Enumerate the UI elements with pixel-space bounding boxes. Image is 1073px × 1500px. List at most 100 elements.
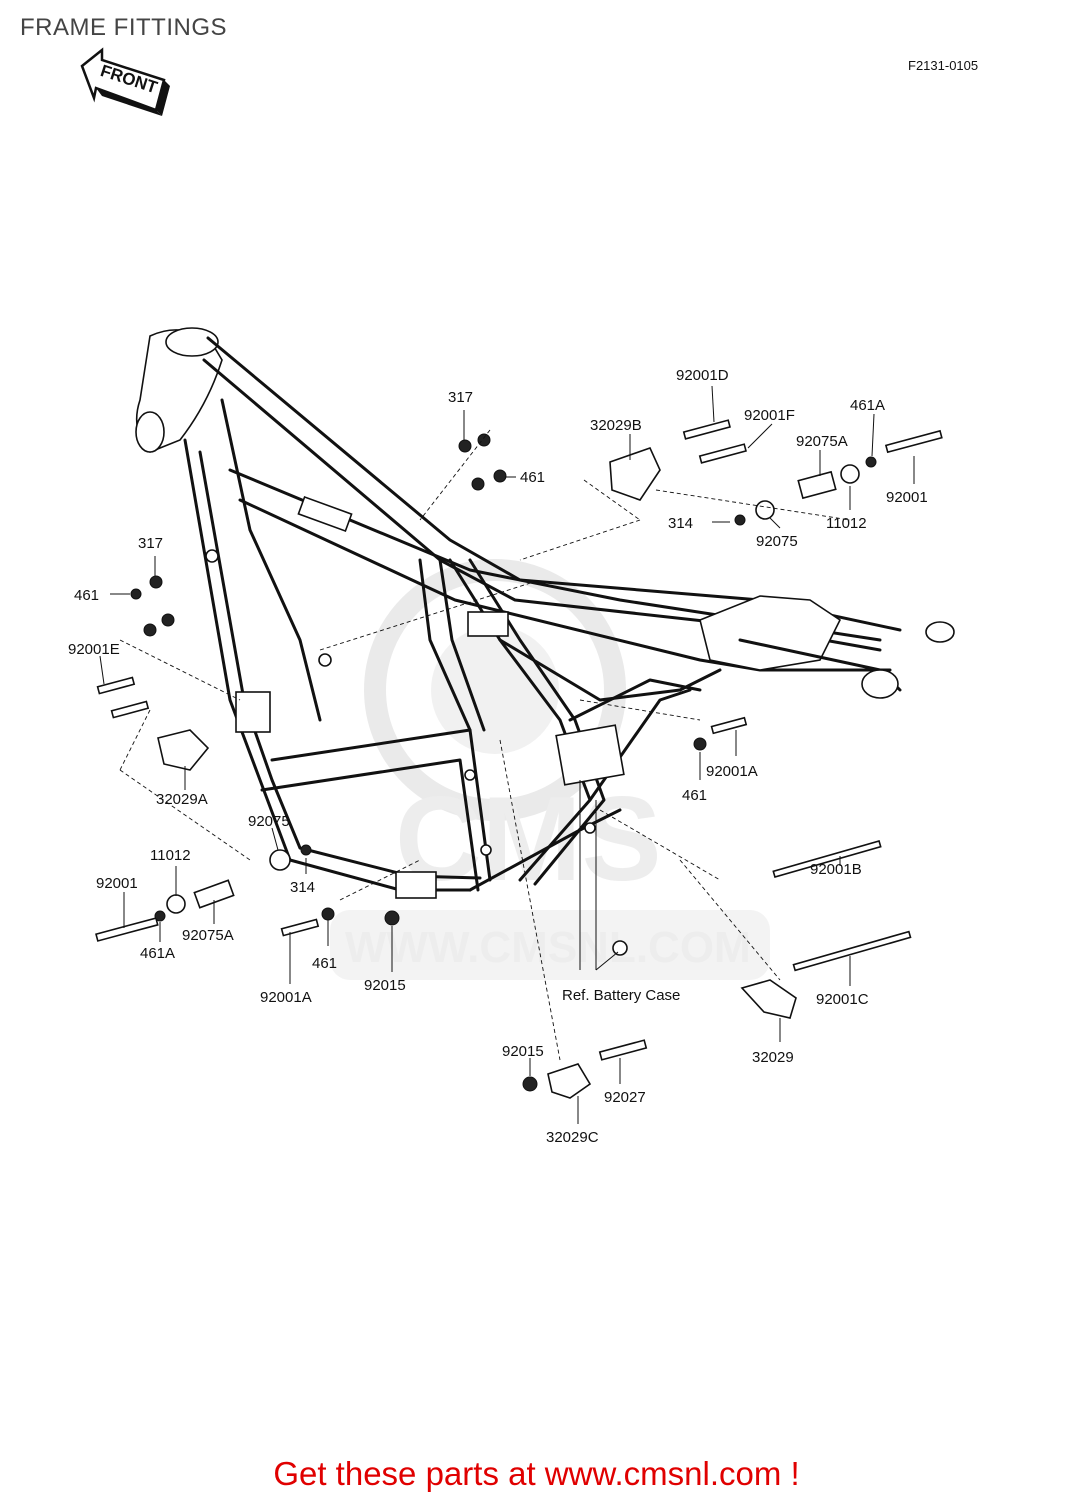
watermark-logo-ring bbox=[364, 559, 626, 821]
nut-92015-bottom[interactable] bbox=[522, 1076, 538, 1092]
mount-hole-3 bbox=[464, 769, 476, 781]
label-461-left: 461 bbox=[74, 587, 99, 604]
label-92001A-lower: 92001A bbox=[260, 989, 312, 1006]
label-92075-left: 92075 bbox=[248, 813, 290, 830]
page-title: FRAME FITTINGS bbox=[20, 14, 227, 41]
bolt-92001A-lower[interactable] bbox=[280, 918, 320, 937]
label-92001-left: 92001 bbox=[96, 875, 138, 892]
diagram-code: F2131-0105 bbox=[908, 58, 979, 73]
mount-32029B[interactable] bbox=[609, 447, 661, 501]
bolt-92001D[interactable] bbox=[682, 419, 731, 440]
washer-461-right[interactable] bbox=[693, 737, 707, 751]
bolt-92001E-b[interactable] bbox=[110, 700, 150, 719]
label-ref-battery-case: Ref. Battery Case bbox=[562, 987, 680, 1004]
washer-461-left[interactable] bbox=[130, 588, 142, 600]
bolt-92027[interactable] bbox=[598, 1039, 648, 1061]
label-92015-bottom: 92015 bbox=[502, 1043, 544, 1060]
damper-11012-top[interactable] bbox=[840, 464, 860, 484]
motorcycle-frame bbox=[135, 327, 955, 899]
engine-mount-plate-right bbox=[555, 724, 625, 786]
battery-case-ref bbox=[612, 940, 628, 956]
nut-left-b[interactable] bbox=[161, 613, 175, 627]
rear-crossmember bbox=[699, 595, 842, 671]
bolt-92001A-right[interactable] bbox=[710, 716, 748, 735]
watermark: CMS WWW.CMSNL.COM bbox=[330, 559, 770, 980]
label-32029: 32029 bbox=[752, 1049, 794, 1066]
label-32029B: 32029B bbox=[590, 417, 642, 434]
bracket-1 bbox=[297, 495, 353, 533]
nut-left-a[interactable] bbox=[143, 623, 157, 637]
label-461-lower: 461 bbox=[312, 955, 337, 972]
parts bbox=[95, 419, 943, 1099]
label-314-top: 314 bbox=[668, 515, 693, 532]
bolt-92001B[interactable] bbox=[772, 839, 882, 879]
label-92001C: 92001C bbox=[816, 991, 869, 1008]
mount-hole-5 bbox=[584, 822, 596, 834]
leader-lines bbox=[99, 385, 915, 1124]
mount-hole-1 bbox=[205, 549, 219, 563]
label-461-top: 461 bbox=[520, 469, 545, 486]
label-92001D: 92001D bbox=[676, 367, 729, 384]
collar-92075A-left[interactable] bbox=[193, 879, 235, 909]
lower-bracket bbox=[395, 871, 437, 899]
damper-11012-left[interactable] bbox=[166, 894, 186, 914]
mount-32029C[interactable] bbox=[547, 1063, 592, 1099]
watermark-logo-text: CMS bbox=[395, 772, 662, 906]
rear-mount-right bbox=[861, 669, 899, 699]
watermark-logo-face bbox=[431, 626, 559, 754]
bolt-92001F[interactable] bbox=[698, 443, 747, 464]
label-92075A-left: 92075A bbox=[182, 927, 234, 944]
watermark-banner bbox=[330, 910, 770, 980]
label-317-top: 317 bbox=[448, 389, 473, 406]
engine-mount-plate-left bbox=[235, 691, 271, 733]
bolt-92001-top[interactable] bbox=[884, 429, 943, 454]
label-92075-top: 92075 bbox=[756, 533, 798, 550]
label-461A-left: 461A bbox=[140, 945, 175, 962]
nut-92015-lower[interactable] bbox=[384, 910, 400, 926]
label-92001A-right: 92001A bbox=[706, 763, 758, 780]
washer-461A-top[interactable] bbox=[865, 456, 877, 468]
label-92027: 92027 bbox=[604, 1089, 646, 1106]
label-92015-lower: 92015 bbox=[364, 977, 406, 994]
collar-92075A-top[interactable] bbox=[797, 470, 837, 500]
front-arrow-icon: FRONT bbox=[80, 47, 170, 116]
steering-head-bottom bbox=[135, 411, 165, 453]
bolt-92001E-a[interactable] bbox=[96, 676, 136, 695]
steering-head-top bbox=[165, 327, 219, 357]
label-317-left: 317 bbox=[138, 535, 163, 552]
nut-317-top[interactable] bbox=[458, 439, 472, 453]
label-314-left: 314 bbox=[290, 879, 315, 896]
washer-461-lower[interactable] bbox=[321, 907, 335, 921]
washer-461A-left[interactable] bbox=[154, 910, 166, 922]
label-32029A: 32029A bbox=[156, 791, 208, 808]
mount-32029[interactable] bbox=[740, 979, 797, 1019]
bracket-2 bbox=[467, 611, 509, 637]
part-labels: 92001D 317 461A 32029B 92001F 92075A 461… bbox=[68, 367, 928, 1146]
nut-317-left[interactable] bbox=[149, 575, 163, 589]
nut-314-top[interactable] bbox=[734, 514, 746, 526]
label-32029C: 32029C bbox=[546, 1129, 599, 1146]
nut-317-top-b[interactable] bbox=[477, 433, 491, 447]
mount-hole-4 bbox=[480, 844, 492, 856]
watermark-url: WWW.CMSNL.COM bbox=[345, 923, 751, 972]
footer-cta-link[interactable]: Get these parts at www.cmsnl.com ! bbox=[273, 1455, 800, 1492]
rear-mount-top bbox=[925, 621, 955, 643]
nut-314-left[interactable] bbox=[300, 844, 312, 856]
label-92001-top: 92001 bbox=[886, 489, 928, 506]
damper-92075-left[interactable] bbox=[269, 849, 291, 871]
label-11012-left: 11012 bbox=[150, 847, 191, 864]
washer-461-top-b[interactable] bbox=[493, 469, 507, 483]
washer-461-top[interactable] bbox=[471, 477, 485, 491]
damper-92075-top[interactable] bbox=[755, 500, 775, 520]
label-461A-top: 461A bbox=[850, 397, 885, 414]
mount-32029A[interactable] bbox=[157, 729, 210, 771]
label-92075A-top: 92075A bbox=[796, 433, 848, 450]
mount-hole-2 bbox=[318, 653, 332, 667]
bolt-92001C[interactable] bbox=[792, 930, 912, 972]
label-461-right: 461 bbox=[682, 787, 707, 804]
bolt-92001-left[interactable] bbox=[95, 917, 159, 942]
label-92001B: 92001B bbox=[810, 861, 862, 878]
label-92001F: 92001F bbox=[744, 407, 795, 424]
label-11012-top: 11012 bbox=[826, 515, 867, 532]
